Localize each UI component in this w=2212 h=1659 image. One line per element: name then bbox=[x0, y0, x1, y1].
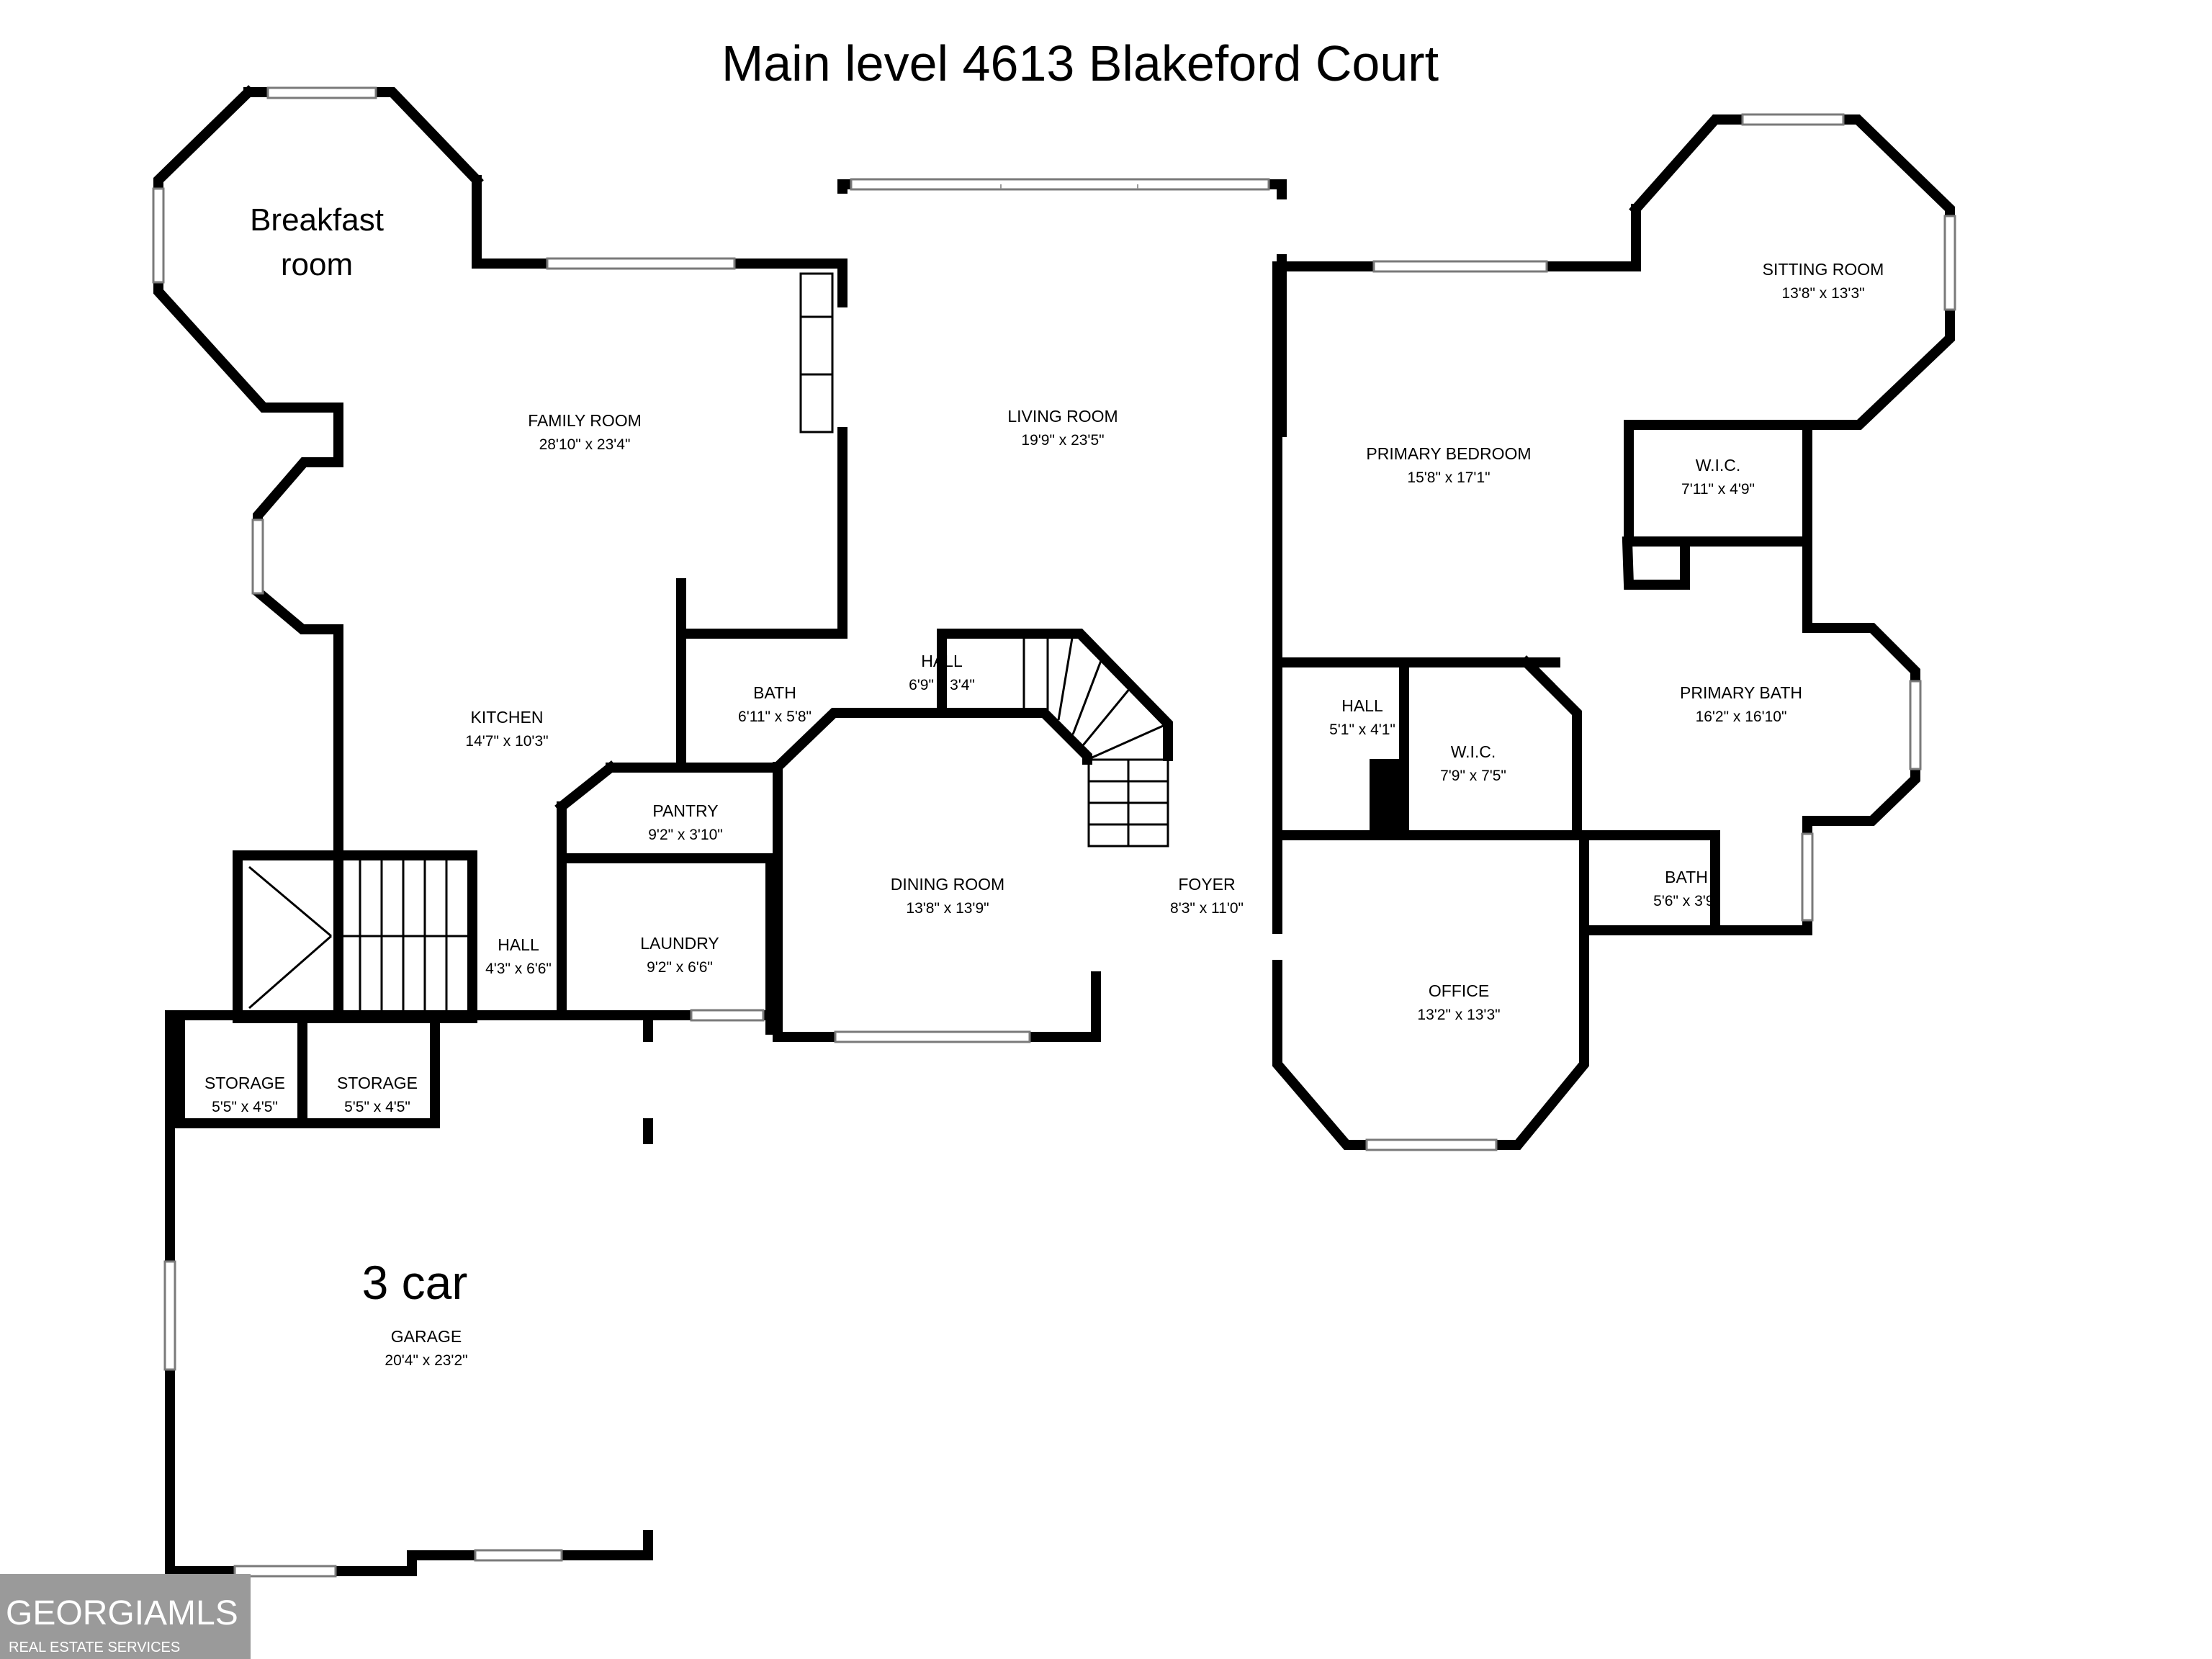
laundry-dim: 9'2" x 6'6" bbox=[647, 959, 713, 976]
foyer-name: FOYER bbox=[1178, 875, 1235, 894]
breakfast-label-line1: Breakfast bbox=[250, 202, 384, 238]
hall-left-dim: 4'3" x 6'6" bbox=[485, 961, 552, 977]
primary-bath-name: PRIMARY BATH bbox=[1680, 683, 1802, 702]
kitchen-dim: 14'7" x 10'3" bbox=[465, 733, 548, 750]
living-room-name: LIVING ROOM bbox=[1007, 407, 1118, 426]
garage-name: GARAGE bbox=[391, 1327, 462, 1346]
hall-right-dim: 5'1" x 4'1" bbox=[1329, 721, 1395, 738]
wic-upper-dim: 7'11" x 4'9" bbox=[1681, 481, 1755, 498]
stairs-main bbox=[1022, 632, 1170, 848]
storage-1-dim: 5'5" x 4'5" bbox=[212, 1099, 278, 1115]
hall-right-name: HALL bbox=[1341, 696, 1383, 715]
wic-lower-dim: 7'9" x 7'5" bbox=[1440, 768, 1506, 784]
storage-2-name: STORAGE bbox=[337, 1074, 418, 1092]
closet-block bbox=[1370, 759, 1400, 834]
storage-2-dim: 5'5" x 4'5" bbox=[344, 1099, 410, 1115]
sitting-room-dim: 13'8" x 13'3" bbox=[1781, 285, 1864, 302]
primary-bath-dim: 16'2" x 16'10" bbox=[1696, 709, 1787, 725]
bath-center-dim: 6'11" x 5'8" bbox=[738, 709, 811, 725]
office-name: OFFICE bbox=[1429, 981, 1489, 1000]
page-title: Main level 4613 Blakeford Court bbox=[721, 35, 1439, 91]
wic-lower-name: W.I.C. bbox=[1451, 742, 1496, 761]
georgia-mls-logo: GEORGIAMLS REAL ESTATE SERVICES bbox=[0, 1574, 251, 1659]
hall-center-dim: 6'9" x 3'4" bbox=[909, 677, 975, 693]
breakfast-label-line2: room bbox=[281, 247, 353, 282]
kitchen-name: KITCHEN bbox=[471, 708, 544, 727]
family-room-name: FAMILY ROOM bbox=[528, 411, 642, 430]
garage-note: 3 car bbox=[362, 1256, 468, 1309]
windows bbox=[152, 86, 1956, 1578]
sitting-room-name: SITTING ROOM bbox=[1763, 260, 1884, 279]
pantry-dim: 9'2" x 3'10" bbox=[648, 827, 723, 843]
foyer-dim: 8'3" x 11'0" bbox=[1170, 900, 1244, 917]
bath-small-name: BATH bbox=[1665, 868, 1708, 886]
walls bbox=[153, 85, 1955, 1576]
laundry-name: LAUNDRY bbox=[640, 934, 719, 953]
wic-upper-name: W.I.C. bbox=[1696, 456, 1741, 475]
primary-bedroom-name: PRIMARY BEDROOM bbox=[1366, 444, 1531, 463]
bath-small-dim: 5'6" x 3'9" bbox=[1653, 893, 1719, 909]
pantry-name: PANTRY bbox=[652, 801, 718, 820]
dining-room-dim: 13'8" x 13'9" bbox=[906, 900, 989, 917]
primary-bedroom-dim: 15'8" x 17'1" bbox=[1407, 469, 1490, 486]
office-dim: 13'2" x 13'3" bbox=[1417, 1007, 1500, 1023]
living-room-dim: 19'9" x 23'5" bbox=[1021, 432, 1104, 449]
dining-room-name: DINING ROOM bbox=[891, 875, 1004, 894]
bath-center-name: BATH bbox=[753, 683, 796, 702]
stairs-left bbox=[248, 855, 472, 1018]
garage-dim: 20'4" x 23'2" bbox=[385, 1352, 467, 1369]
logo-tagline: REAL ESTATE SERVICES bbox=[9, 1640, 180, 1655]
logo-brand: GEORGIAMLS bbox=[6, 1594, 238, 1632]
family-room-dim: 28'10" x 23'4" bbox=[539, 436, 631, 453]
hall-center-name: HALL bbox=[921, 652, 963, 670]
hall-left-name: HALL bbox=[498, 935, 539, 954]
fireplace bbox=[799, 272, 834, 433]
storage-1-name: STORAGE bbox=[204, 1074, 285, 1092]
